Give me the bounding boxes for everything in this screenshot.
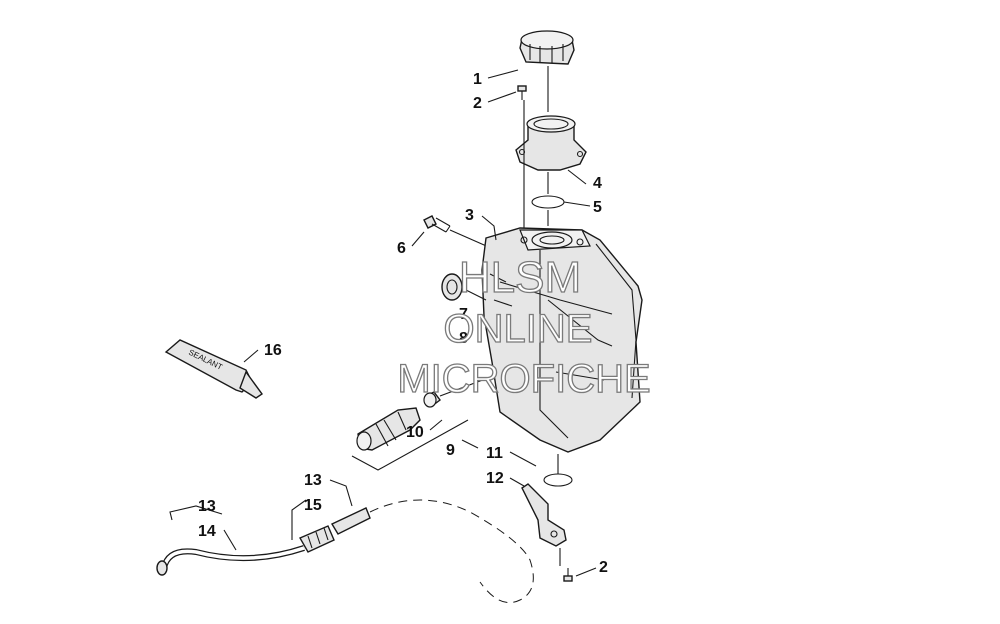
- callout-16: 16: [264, 342, 282, 359]
- callout-12: 12: [486, 470, 504, 487]
- callout-13-left: 13: [198, 498, 216, 515]
- callout-5: 5: [593, 199, 602, 216]
- screw-bottom: [563, 568, 573, 582]
- callout-6: 6: [397, 240, 406, 257]
- callout-14: 14: [198, 523, 216, 540]
- callout-1: 1: [473, 71, 482, 88]
- filter-screen: [441, 273, 463, 301]
- watermark-line-2: ONLINE: [444, 307, 593, 351]
- callout-11: 11: [486, 445, 503, 462]
- callout-10: 10: [406, 424, 424, 441]
- oil-hose: [156, 507, 371, 576]
- o-ring: [531, 195, 565, 209]
- oil-tank: [481, 227, 643, 453]
- callout-7: 7: [459, 306, 468, 323]
- watermark: HLSM ONLINE MICROFICHE: [397, 252, 652, 401]
- callout-4: 4: [593, 175, 602, 192]
- filler-neck: [515, 115, 587, 171]
- bolt: [423, 215, 451, 233]
- callout-8: 8: [459, 330, 468, 347]
- watermark-line-3: MICROFICHE: [397, 357, 650, 401]
- callout-2-top: 2: [473, 95, 482, 112]
- leader-lines: [169, 69, 597, 577]
- callout-3: 3: [465, 207, 474, 224]
- pickup-fitting: [521, 483, 567, 547]
- callout-9: 9: [446, 442, 455, 459]
- filler-cap: [519, 30, 575, 65]
- valve-assembly: [356, 407, 421, 451]
- fitting: [423, 391, 441, 408]
- callout-13-right: 13: [304, 472, 322, 489]
- callout-2-bottom: 2: [599, 559, 608, 576]
- sealant-tube: SEALANT: [164, 339, 263, 399]
- screw-top: [517, 85, 527, 100]
- o-ring-small: [543, 473, 573, 487]
- watermark-line-1: HLSM: [459, 253, 581, 302]
- callout-numbers: 1 2 3 4 5 6 7 8 9 10 11 12 2 16 13 14 13…: [198, 71, 608, 576]
- callout-15: 15: [304, 497, 322, 514]
